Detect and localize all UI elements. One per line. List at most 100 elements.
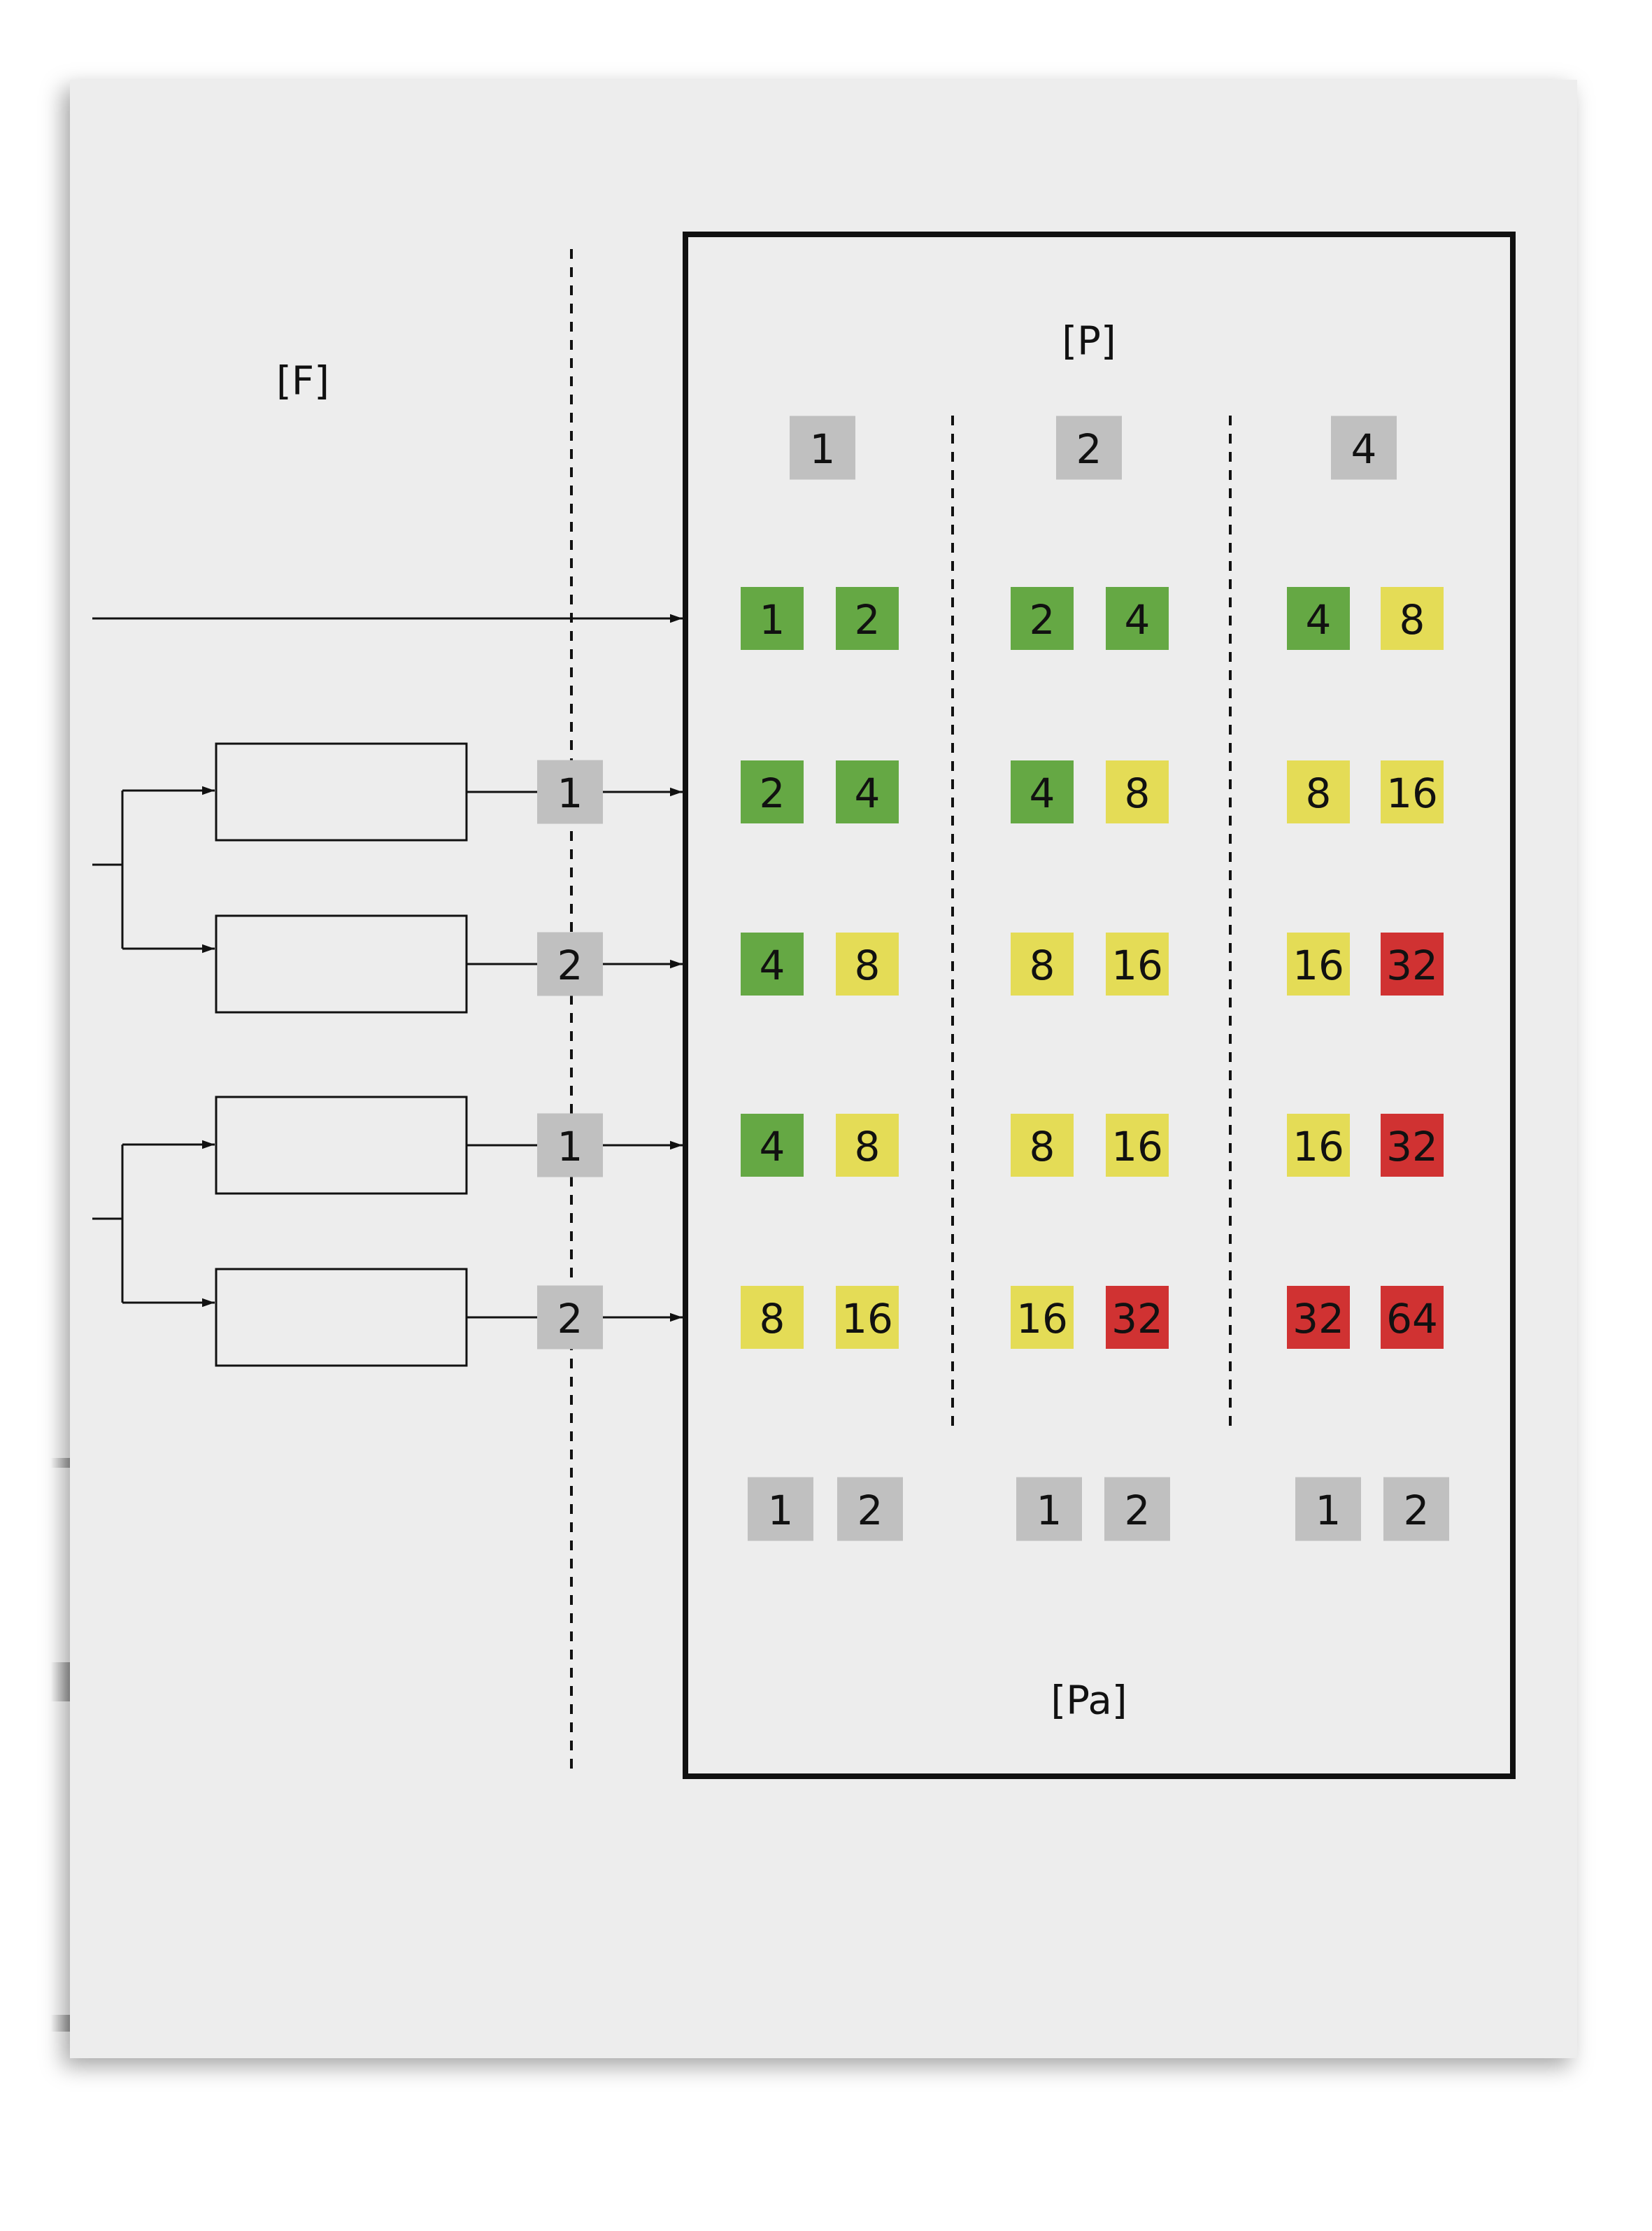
grid-cell-bg <box>1287 760 1350 823</box>
input-label: 2 <box>537 1285 603 1350</box>
input-label-value: 2 <box>557 1295 583 1343</box>
grid-cell-value: 2 <box>1030 596 1055 644</box>
grid-cell-value: 16 <box>1293 1123 1344 1170</box>
column-header: 1 <box>790 416 855 480</box>
grid-cell-value: 8 <box>855 1123 881 1170</box>
grid-cell-bg <box>1287 1114 1350 1177</box>
grid-cell-value: 2 <box>760 770 785 817</box>
grid-cell-value: 64 <box>1386 1295 1438 1343</box>
bottom-label: 1 <box>1295 1477 1361 1541</box>
bottom-label-value: 1 <box>1316 1487 1341 1534</box>
grid-cell-value: 32 <box>1293 1295 1344 1343</box>
grid-cell: 16 <box>1106 1114 1169 1177</box>
column-header-value: 2 <box>1076 425 1102 473</box>
grid-cell: 16 <box>1287 1114 1350 1177</box>
grid-cell-bg <box>1106 1286 1169 1349</box>
grid-cell: 4 <box>1106 587 1169 650</box>
grid-cell-bg <box>836 933 899 996</box>
grid-cell-bg <box>741 1286 804 1349</box>
grid-cell: 8 <box>836 933 899 996</box>
grid-cell-value: 16 <box>1111 1123 1163 1170</box>
bottom-label-value: 2 <box>857 1487 883 1534</box>
grid-cell-bg <box>836 760 899 823</box>
column-header-bg <box>1331 416 1397 480</box>
column-header-value: 4 <box>1351 425 1377 473</box>
grid-cell-value: 4 <box>1030 770 1055 817</box>
label-f: [F] <box>276 359 329 404</box>
bottom-label: 1 <box>1016 1477 1082 1541</box>
grid-cell-bg <box>1287 587 1350 650</box>
input-label-bg <box>537 932 603 996</box>
bottom-label: 1 <box>748 1477 813 1541</box>
grid-cell-bg <box>1106 933 1169 996</box>
bottom-label-bg <box>1016 1477 1082 1541</box>
grid-cell: 64 <box>1381 1286 1444 1349</box>
grid-cell-value: 8 <box>1030 942 1055 989</box>
grid-cell-bg <box>1011 587 1074 650</box>
grid-cell: 16 <box>1381 760 1444 823</box>
grid-cell-value: 16 <box>1111 942 1163 989</box>
bottom-label-bg <box>1104 1477 1170 1541</box>
grid-cell: 8 <box>741 1286 804 1349</box>
grid-cell-bg <box>836 1114 899 1177</box>
grid-cell: 4 <box>741 1114 804 1177</box>
grid-cell: 1 <box>741 587 804 650</box>
grid-cell-value: 16 <box>1386 770 1438 817</box>
grid-cell: 4 <box>1287 587 1350 650</box>
column-header-bg <box>1056 416 1122 480</box>
grid-cell-value: 8 <box>1030 1123 1055 1170</box>
grid-cell-value: 8 <box>1306 770 1332 817</box>
column-header-bg <box>790 416 855 480</box>
bottom-label-bg <box>1295 1477 1361 1541</box>
grid-cell-bg <box>1287 1286 1350 1349</box>
bottom-label-value: 2 <box>1125 1487 1151 1534</box>
branch-group-1 <box>92 786 215 954</box>
input-label: 2 <box>537 932 603 996</box>
grid-cell-bg <box>1381 933 1444 996</box>
grid-cell-value: 8 <box>760 1295 785 1343</box>
grid-cell: 8 <box>1287 760 1350 823</box>
column-header-value: 1 <box>810 425 836 473</box>
bottom-label: 2 <box>1383 1477 1449 1541</box>
grid-cell-value: 8 <box>855 942 881 989</box>
grid-cell-bg <box>1381 760 1444 823</box>
input-label-value: 1 <box>557 770 583 817</box>
grid-cell-value: 4 <box>760 942 785 989</box>
grid-cell-value: 16 <box>1016 1295 1068 1343</box>
input-label-bg <box>537 1285 603 1350</box>
bottom-label: 2 <box>1104 1477 1170 1541</box>
grid-cell: 4 <box>1011 760 1074 823</box>
grid-cell: 8 <box>1381 587 1444 650</box>
grid-cell-bg <box>1381 587 1444 650</box>
grid-cell-bg <box>1106 1114 1169 1177</box>
grid-cell-bg <box>1106 760 1169 823</box>
bottom-label: 2 <box>837 1477 903 1541</box>
grid-cell: 32 <box>1381 1114 1444 1177</box>
grid-cell-bg <box>1381 1114 1444 1177</box>
grid-cell-bg <box>836 587 899 650</box>
grid-cell: 16 <box>1287 933 1350 996</box>
grid-cell: 2 <box>741 760 804 823</box>
grid-cell-bg <box>1011 760 1074 823</box>
grid-cell: 32 <box>1287 1286 1350 1349</box>
grid-cell: 8 <box>1106 760 1169 823</box>
grid-cell-bg <box>1287 933 1350 996</box>
grid-cell-bg <box>836 1286 899 1349</box>
grid-cell-value: 32 <box>1111 1295 1163 1343</box>
page-shadow-strip <box>50 2015 70 2032</box>
input-label-bg <box>537 760 603 824</box>
bottom-label-value: 2 <box>1404 1487 1430 1534</box>
input-label-value: 2 <box>557 942 583 989</box>
grid-cell-value: 32 <box>1386 1123 1438 1170</box>
grid-cell: 32 <box>1381 933 1444 996</box>
label-pa: [Pa] <box>1051 1678 1127 1724</box>
grid-cell-value: 4 <box>1125 596 1151 644</box>
grid-cell-value: 4 <box>760 1123 785 1170</box>
page-shadow-strip <box>50 1662 70 1701</box>
input-label-value: 1 <box>557 1123 583 1170</box>
grid-cell: 8 <box>836 1114 899 1177</box>
bottom-label-bg <box>748 1477 813 1541</box>
bottom-label-bg <box>837 1477 903 1541</box>
input-label-bg <box>537 1113 603 1177</box>
